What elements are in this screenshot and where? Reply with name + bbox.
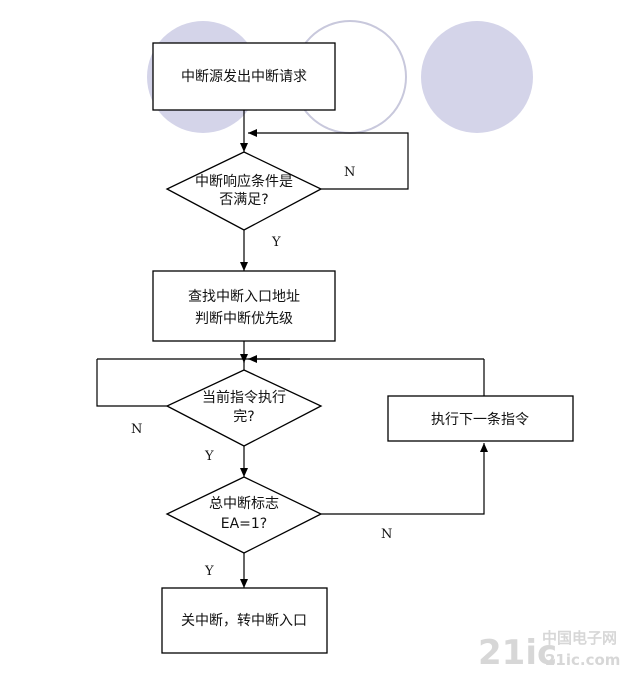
- watermark-cn-text: 中国电子网: [542, 629, 617, 647]
- end-box: 关中断，转中断入口: [161, 587, 328, 654]
- cond2-label-line1: 当前指令执行: [202, 389, 286, 406]
- lookup-label-line2: 判断中断优先级: [195, 311, 293, 327]
- start-box-label: 中断源发出中断请求: [181, 69, 307, 85]
- cond1-label-line2: 否满足?: [219, 192, 268, 208]
- edge-cond3-no: [321, 443, 488, 515]
- end-box-label: 关中断，转中断入口: [181, 613, 307, 629]
- cond3-label-line1: 总中断标志: [209, 496, 279, 512]
- cond3-no-label: N: [381, 527, 392, 542]
- watermark-domain: 21ic.com: [545, 651, 620, 669]
- cond3-yes-label: Y: [204, 564, 214, 579]
- condition-diamond-1: 中断响应条件是 否满足?: [165, 151, 323, 231]
- condition-diamond-3: 总中断标志 EA=1?: [165, 476, 323, 554]
- cond2-no-label: N: [131, 422, 142, 437]
- cond2-yes-label: Y: [204, 449, 214, 464]
- edge-cond1-no-loop: [248, 129, 409, 190]
- next-instruction-box: 执行下一条指令: [387, 395, 574, 442]
- decor-circle-right: [421, 21, 533, 133]
- cond1-label-line1: 中断响应条件是: [195, 173, 293, 190]
- condition-diamond-2: 当前指令执行 完?: [165, 369, 323, 447]
- start-box: 中断源发出中断请求: [152, 42, 336, 111]
- lookup-box: 查找中断入口地址 判断中断优先级: [152, 270, 336, 342]
- next-instruction-label: 执行下一条指令: [431, 411, 529, 428]
- watermark-logo: 21ic 中国电子网 21ic.com: [478, 629, 620, 673]
- cond1-yes-label: Y: [271, 235, 281, 250]
- cond3-label-line2: EA=1?: [221, 516, 268, 532]
- cond1-no-label: N: [344, 165, 355, 180]
- cond2-label-line2: 完?: [233, 409, 254, 425]
- edge-cond2-no-loop: [96, 359, 167, 407]
- watermark-number: 21ic: [478, 633, 557, 673]
- lookup-label-line1: 查找中断入口地址: [188, 289, 300, 305]
